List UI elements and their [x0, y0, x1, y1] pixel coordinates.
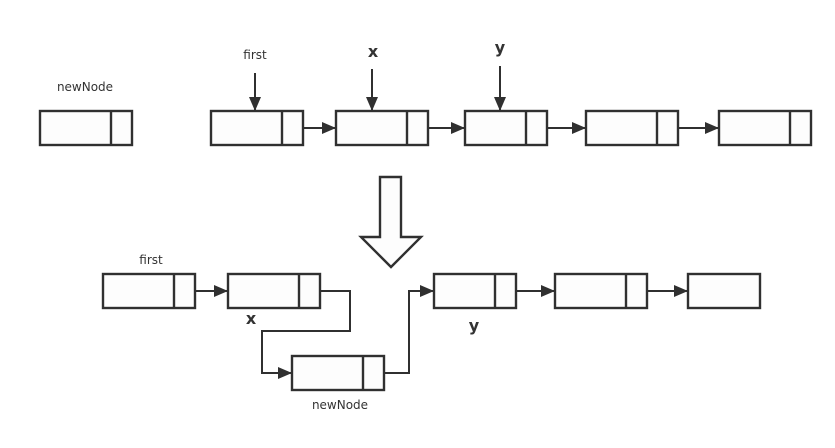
label-y-after: y — [469, 316, 480, 335]
node-newnode-after — [290, 354, 386, 392]
node-newnode-before — [38, 109, 134, 147]
node-y-after — [432, 272, 518, 310]
transition-down-arrow-icon — [358, 175, 424, 269]
node-5-before — [717, 109, 813, 147]
label-newnode-after: newNode — [312, 398, 368, 412]
label-newnode-before: newNode — [57, 80, 113, 94]
label-y-before: y — [495, 38, 506, 57]
label-first-after: first — [139, 253, 163, 267]
link-x-to-newnode-arrow — [261, 290, 351, 379]
node-5-after — [686, 272, 762, 310]
node-4-after — [553, 272, 649, 310]
node-1-after — [101, 272, 197, 310]
node-x-after — [226, 272, 322, 310]
node-3-before — [463, 109, 549, 147]
label-first-before: first — [243, 48, 267, 62]
node-2-before — [334, 109, 430, 147]
label-x-before: x — [368, 42, 379, 61]
link-newnode-to-y-arrow — [384, 285, 434, 374]
label-x-after: x — [246, 309, 257, 328]
node-1-before — [209, 109, 305, 147]
node-4-before — [584, 109, 680, 147]
